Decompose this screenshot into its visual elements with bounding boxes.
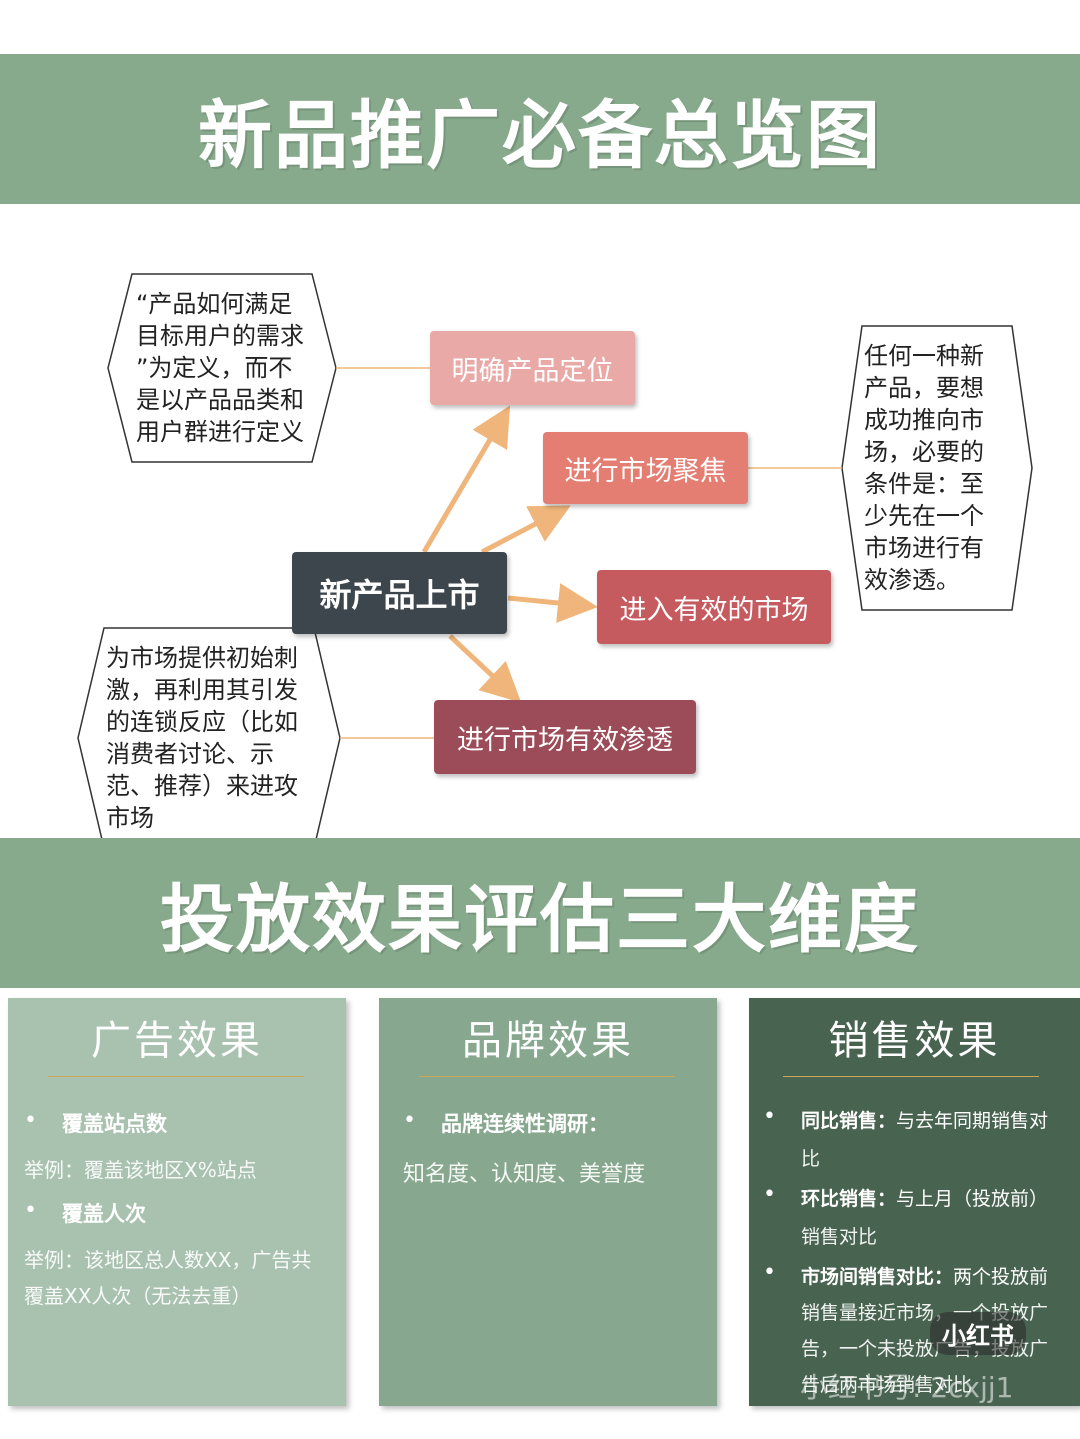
branch-node-label: 进行市场聚焦 bbox=[564, 455, 727, 487]
item-text: 销售对比 bbox=[801, 1226, 878, 1248]
note-left-top: “产品如何满足 目标用户的需求 ”为定义，而不 是以产品品类和 用户群进行定义 bbox=[136, 288, 304, 448]
note-left-bottom-line: 激，再利用其引发 bbox=[106, 676, 298, 704]
item-title: 覆盖站点数 bbox=[62, 1112, 167, 1136]
note-right-line: 条件是：至 bbox=[864, 470, 984, 498]
arrow-to-branch-1 bbox=[421, 405, 511, 554]
bullet-icon: • bbox=[24, 1198, 37, 1223]
title-divider bbox=[783, 1076, 1039, 1077]
note-left-top-line: ”为定义，而不 bbox=[136, 354, 293, 382]
column-title: 销售效果 bbox=[828, 1018, 1001, 1064]
bullet-icon: • bbox=[403, 1108, 416, 1133]
title-divider bbox=[419, 1076, 675, 1077]
item-text: 知名度、认知度、美誉度 bbox=[403, 1162, 646, 1187]
watermark-logo-text: 小红书 bbox=[942, 1322, 1014, 1350]
item-example: 举例：覆盖该地区X%站点 bbox=[24, 1158, 257, 1182]
column-title: 广告效果 bbox=[91, 1018, 263, 1064]
bullet-icon: • bbox=[24, 1108, 37, 1133]
note-right-line: 任何一种新 bbox=[864, 342, 984, 370]
item-title: 市场间销售对比：两个投放前 bbox=[801, 1262, 1048, 1289]
note-right-line: 少先在一个 bbox=[864, 502, 984, 530]
arrow-to-branch-3 bbox=[507, 583, 598, 623]
item-text: 与上月（投放前） bbox=[896, 1188, 1049, 1210]
bullet-icon: • bbox=[763, 1260, 776, 1285]
branch-node-positioning: 明确产品定位 bbox=[430, 331, 635, 405]
branch-node-label: 进行市场有效渗透 bbox=[457, 724, 673, 756]
note-left-bottom-line: 市场 bbox=[106, 804, 154, 832]
mid-banner: 投放效果评估三大维度 bbox=[0, 838, 1080, 988]
note-right-line: 场，必要的 bbox=[864, 438, 984, 466]
note-right-line: 市场进行有 bbox=[864, 534, 984, 562]
watermark-logo: 小红书 bbox=[930, 1312, 1026, 1355]
item-title: 环比销售：与上月（投放前） bbox=[801, 1184, 1048, 1211]
note-right: 任何一种新 产品，要想 成功推向市 场，必要的 条件是：至 少先在一个 市场进行… bbox=[864, 340, 984, 596]
item-example: 举例：该地区总人数XX，广告共 bbox=[24, 1248, 312, 1272]
top-banner: 新品推广必备总览图 bbox=[0, 54, 1080, 204]
bullet-icon: • bbox=[763, 1104, 776, 1129]
bullet-icon: • bbox=[763, 1182, 776, 1207]
item-title: 同比销售：与去年同期销售对 bbox=[801, 1106, 1048, 1133]
note-right-line: 成功推向市 bbox=[864, 406, 984, 434]
item-title-strong: 环比销售： bbox=[801, 1188, 897, 1210]
note-right-line: 产品，要想 bbox=[864, 374, 984, 402]
column-brand-effect: 品牌效果 • 品牌连续性调研： 知名度、认知度、美誉度 bbox=[379, 998, 717, 1406]
mid-banner-title: 投放效果评估三大维度 bbox=[160, 876, 920, 963]
note-left-bottom-line: 为市场提供初始刺 bbox=[106, 644, 298, 672]
branch-node-enter-market: 进入有效的市场 bbox=[597, 570, 831, 644]
note-left-top-line: 是以产品品类和 bbox=[136, 386, 304, 414]
arrow-to-branch-4 bbox=[448, 634, 522, 703]
branch-node-penetration: 进行市场有效渗透 bbox=[434, 700, 696, 774]
branch-node-focus: 进行市场聚焦 bbox=[543, 432, 748, 504]
column-title: 品牌效果 bbox=[462, 1018, 634, 1064]
hexagon-left-top bbox=[107, 273, 337, 463]
title-divider bbox=[48, 1076, 304, 1077]
item-example: 覆盖XX人次（无法去重） bbox=[24, 1284, 252, 1308]
note-left-top-line: 目标用户的需求 bbox=[136, 322, 304, 350]
item-title: 品牌连续性调研： bbox=[441, 1112, 609, 1136]
item-title-strong: 市场间销售对比： bbox=[801, 1266, 954, 1288]
item-title-strong: 同比销售： bbox=[801, 1110, 897, 1132]
item-text: 与去年同期销售对 bbox=[896, 1110, 1049, 1132]
note-left-bottom-line: 的连锁反应（比如 bbox=[106, 708, 298, 736]
note-left-bottom-line: 范、推荐）来进攻 bbox=[106, 772, 298, 800]
note-right-line: 效渗透。 bbox=[864, 566, 960, 594]
mind-map-diagram bbox=[77, 273, 1033, 838]
branch-node-label: 明确产品定位 bbox=[451, 355, 614, 387]
item-text: 比 bbox=[801, 1148, 821, 1170]
center-node: 新产品上市 bbox=[292, 552, 507, 634]
item-text: 两个投放前 bbox=[953, 1266, 1049, 1288]
note-left-top-line: 用户群进行定义 bbox=[136, 418, 304, 446]
note-left-top-line: “产品如何满足 bbox=[136, 290, 293, 318]
column-ad-effect: 广告效果 • 覆盖站点数 举例：覆盖该地区X%站点 • 覆盖人次 举例：该地区总… bbox=[8, 998, 346, 1406]
item-title: 覆盖人次 bbox=[62, 1202, 146, 1226]
arrow-to-branch-2 bbox=[480, 505, 571, 555]
watermark-text: 小红书号: 2cxjj1 bbox=[800, 1371, 1014, 1404]
note-left-bottom: 为市场提供初始刺 激，再利用其引发 的连锁反应（比如 消费者讨论、示 范、推荐）… bbox=[106, 642, 298, 834]
item-text: 告后两市场销售对比 bbox=[801, 1374, 973, 1396]
center-node-label: 新产品上市 bbox=[319, 576, 480, 614]
branch-node-label: 进入有效的市场 bbox=[619, 594, 809, 626]
note-left-bottom-line: 消费者讨论、示 bbox=[106, 740, 274, 768]
column-sales-effect: 销售效果 • 同比销售：与去年同期销售对 比 • 环比销售：与上月（投放前） 销… bbox=[749, 998, 1080, 1406]
top-banner-title: 新品推广必备总览图 bbox=[198, 92, 882, 179]
